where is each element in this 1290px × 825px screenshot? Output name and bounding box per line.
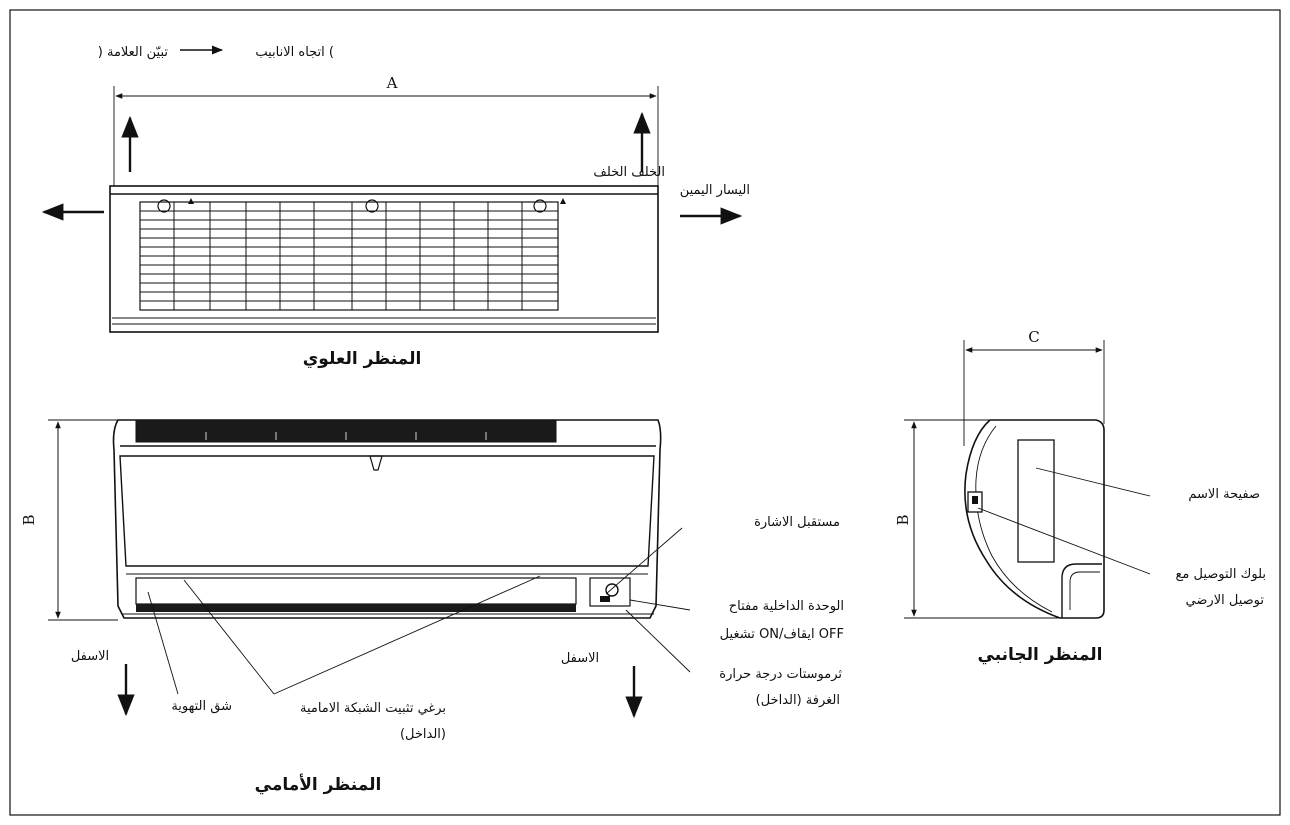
vent-slot-label: شق التهوية xyxy=(171,699,232,714)
switch-label-line1: الوحدة الداخلية مفتاح xyxy=(729,599,844,614)
switch-label-line2: تشغيل ON/ايقاف OFF xyxy=(720,627,844,642)
front-view-title: المنظر الأمامي xyxy=(255,774,382,795)
legend-text-left: ) تبيّن العلامة xyxy=(98,45,169,60)
terminal-label-line1: بلوك التوصيل مع xyxy=(1175,567,1266,582)
thermostat-label-line1: ثرموستات درجة حرارة xyxy=(719,667,842,682)
pipe-direction-legend: اتجاه الانابيب ( ) تبيّن العلامة xyxy=(98,45,334,60)
dimension-c-label: C xyxy=(1028,328,1039,346)
terminal-label-line2: توصيل الارضي xyxy=(1186,593,1265,608)
top-view-title: المنظر العلوي xyxy=(303,349,422,369)
dimension-b-front-label: B xyxy=(20,514,38,525)
dimension-a-label: A xyxy=(386,74,398,92)
dimension-b-side-label: B xyxy=(894,514,912,525)
signal-receiver-label: مستقبل الاشارة xyxy=(754,515,840,530)
top-grille xyxy=(139,201,559,311)
page-border xyxy=(9,9,1281,816)
front-view: B الاسفل الاسفل مستقبل الاشارة xyxy=(20,419,844,795)
thermostat-label-line2: الغرفة (الداخل) xyxy=(756,693,840,708)
side-view: C B صفيحة الاسم بلوك التوصيل مع توصيل ال… xyxy=(894,328,1266,665)
nameplate-label: صفيحة الاسم xyxy=(1188,487,1260,502)
down-right-label: الاسفل xyxy=(561,651,599,666)
grille-screws-label-line2: (الداخل) xyxy=(400,727,446,742)
top-view: A الخلف الخلف اليسار اليمين المنظر العلو… xyxy=(41,74,750,369)
rear-label: الخلف الخلف xyxy=(593,165,665,180)
left-right-label: اليسار اليمين xyxy=(680,183,750,198)
down-left-label: الاسفل xyxy=(71,649,109,664)
legend-text-right: اتجاه الانابيب ( xyxy=(255,45,334,60)
grille-screws-label-line1: برغي تثبيت الشبكة الامامية xyxy=(300,701,446,716)
side-view-title: المنظر الجانبي xyxy=(978,645,1103,665)
